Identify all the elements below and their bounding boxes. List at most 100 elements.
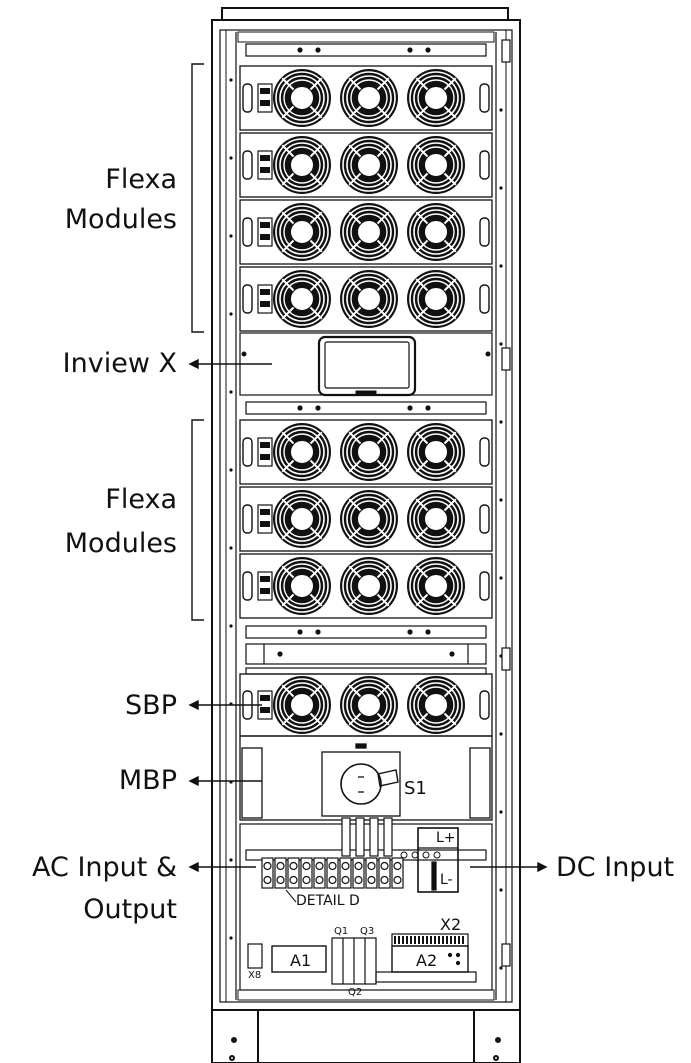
x2-pin	[402, 936, 404, 944]
fan-icon	[407, 136, 465, 194]
fan-icon	[340, 490, 398, 548]
module-connector	[257, 571, 273, 601]
x2-pin	[418, 936, 420, 944]
x2-pin	[422, 936, 424, 944]
ac-terminal-blocks	[261, 851, 464, 944]
fan-icon	[407, 490, 465, 548]
terminal-block	[391, 857, 404, 889]
module-connector	[257, 437, 273, 467]
l-plus-label: L+	[436, 830, 456, 846]
rail-dot	[229, 858, 233, 862]
sbp-label: SBP	[125, 690, 177, 721]
flexa-module-bottom	[239, 419, 493, 485]
fan-icon	[273, 557, 331, 615]
fan-icon	[407, 423, 465, 481]
x2-pin	[398, 936, 400, 944]
rail-dot	[499, 732, 503, 736]
fan-icon	[407, 676, 465, 734]
x2-pin	[426, 936, 428, 944]
rail-dot	[229, 78, 233, 82]
rail-dot	[499, 342, 503, 346]
top-rail	[245, 43, 487, 57]
dc-input-label: DC Input	[556, 852, 674, 883]
fan-icon	[273, 136, 331, 194]
flexa-module-bottom	[239, 553, 493, 619]
right-hinges	[501, 39, 511, 967]
terminal-block	[261, 857, 274, 889]
x2-pin	[414, 936, 416, 944]
rail-dot	[229, 546, 233, 550]
x2-pin	[454, 936, 456, 944]
fan-icon	[340, 136, 398, 194]
x2-pin	[442, 936, 444, 944]
flexa-bottom-label-line1: Flexa	[105, 484, 177, 515]
rail-dot	[229, 468, 233, 472]
module-connector	[257, 504, 273, 534]
rail-dot	[229, 312, 233, 316]
flexa-module-top	[239, 266, 493, 332]
s1-label: S1	[404, 778, 427, 799]
fan-icon	[340, 270, 398, 328]
rail-dot	[499, 186, 503, 190]
x2-label: X2	[440, 915, 461, 934]
terminal-block	[326, 857, 339, 889]
fan-icon	[273, 203, 331, 261]
rail-dot	[229, 936, 233, 940]
rail-dot	[229, 390, 233, 394]
q1-label: Q1	[334, 926, 348, 937]
flexa-top-label-line2: Modules	[65, 204, 177, 235]
fan-icon	[340, 557, 398, 615]
dc-terminal	[411, 851, 419, 859]
flexa-module-bottom	[239, 486, 493, 552]
terminal-block	[365, 857, 378, 889]
terminal-block	[352, 857, 365, 889]
terminal-block	[300, 857, 313, 889]
arrows	[188, 358, 548, 873]
x2-pin	[406, 936, 408, 944]
flexa-module-rows	[239, 65, 493, 737]
x2-pin	[430, 936, 432, 944]
l-minus-label: L-	[440, 872, 453, 888]
module-connector	[257, 150, 273, 180]
dc-terminal	[433, 851, 441, 859]
rail-dot	[499, 498, 503, 502]
a2-label: A2	[416, 951, 437, 970]
inview-x-label: Inview X	[63, 348, 177, 379]
terminal-block	[339, 857, 352, 889]
fan-icon	[273, 270, 331, 328]
detail-d-leader	[285, 889, 297, 903]
inview-x-panel	[239, 332, 493, 397]
x2-pin	[434, 936, 436, 944]
rail-dot	[499, 264, 503, 268]
fan-icon	[273, 423, 331, 481]
rail-dot	[229, 624, 233, 628]
ac-io-label-line1: AC Input &	[32, 852, 177, 883]
x2-pin	[446, 936, 448, 944]
detail-d-label: DETAIL D	[296, 893, 360, 909]
a1-label: A1	[290, 951, 311, 970]
flexa-bottom-label-line2: Modules	[65, 528, 177, 559]
fan-icon	[340, 69, 398, 127]
middle-rail	[245, 401, 487, 415]
rail-dot	[499, 810, 503, 814]
mbp-panel	[239, 735, 493, 821]
rail-dot	[499, 888, 503, 892]
dc-terminal	[422, 851, 430, 859]
x8-label: X8	[248, 970, 261, 981]
bracket-bottom	[191, 419, 204, 621]
rail-dot	[499, 966, 503, 970]
flexa-top-label-line1: Flexa	[105, 164, 177, 195]
rail-dot	[499, 420, 503, 424]
terminal-block	[313, 857, 326, 889]
rail-dot	[499, 108, 503, 112]
x2-pin	[438, 936, 440, 944]
module-connector	[257, 284, 273, 314]
module-connector	[257, 217, 273, 247]
flexa-module-top	[239, 65, 493, 131]
rail-dot	[499, 576, 503, 580]
fan-icon	[407, 203, 465, 261]
x2-pin	[450, 936, 452, 944]
mbp-label: MBP	[119, 765, 177, 796]
x2-pin	[458, 936, 460, 944]
